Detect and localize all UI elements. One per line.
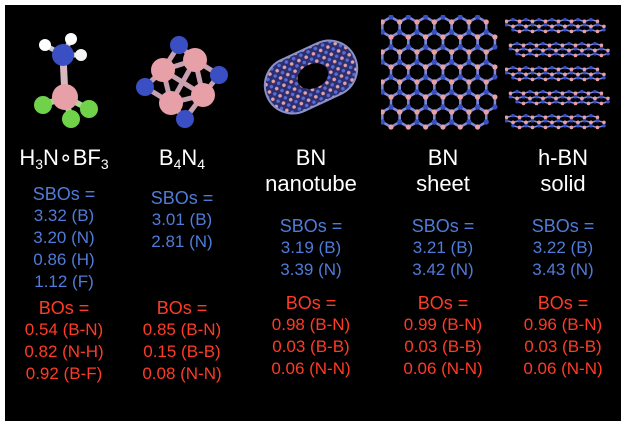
compound-label: h-BN solid bbox=[505, 145, 621, 197]
bo-header: BOs = bbox=[156, 298, 208, 318]
sbo-value: 3.01 (B) bbox=[151, 210, 213, 229]
b4n4-cluster-image bbox=[136, 36, 228, 128]
bn-nanotube-image bbox=[263, 39, 359, 115]
sbo-value: 3.39 (N) bbox=[280, 260, 342, 279]
sbo-value: 3.21 (B) bbox=[412, 238, 474, 257]
bo-value: 0.06 (N-N) bbox=[403, 359, 483, 378]
sbo-header: SBOs = bbox=[150, 188, 214, 208]
compound-label: B4N4 bbox=[158, 145, 206, 172]
sbo-value: 0.86 (H) bbox=[33, 250, 95, 269]
bo-value: 0.08 (N-N) bbox=[142, 364, 222, 383]
bo-header: BOs = bbox=[38, 298, 90, 318]
bo-value: 0.03 (B-B) bbox=[404, 337, 482, 356]
sbo-value: 3.43 (N) bbox=[532, 260, 594, 279]
bo-value: 0.06 (N-N) bbox=[271, 359, 351, 378]
compound-label: H3N∘BF3 bbox=[19, 145, 109, 172]
compound-label: BN sheet bbox=[381, 145, 505, 197]
bo-value: 0.92 (B-F) bbox=[25, 364, 103, 383]
bo-value: 0.54 (B-N) bbox=[24, 320, 104, 339]
bo-value: 0.82 (N-H) bbox=[24, 342, 104, 361]
bo-header: BOs = bbox=[417, 293, 469, 313]
bo-list: BOs = 0.54 (B-N) 0.82 (N-H) 0.92 (B-F) bbox=[5, 297, 123, 385]
compound-label-line: nanotube bbox=[265, 171, 357, 196]
bo-value: 0.96 (B-N) bbox=[523, 315, 603, 334]
figure-panel: H3N∘BF3 SBOs = 3.32 (B) 3.20 (N) 0.86 (H… bbox=[5, 5, 621, 421]
compound-label-line: solid bbox=[540, 171, 586, 196]
sbo-list: SBOs = 3.19 (B) 3.39 (N) bbox=[241, 215, 381, 281]
sbo-header: SBOs = bbox=[411, 216, 475, 236]
column-hbn-solid: h-BN solid SBOs = 3.22 (B) 3.43 (N) BOs … bbox=[505, 5, 621, 421]
column-bn-nanotube: BN nanotube SBOs = 3.19 (B) 3.39 (N) BOs… bbox=[241, 5, 381, 421]
compound-label-line: h-BN bbox=[537, 145, 589, 170]
sbo-value: 2.81 (N) bbox=[151, 232, 213, 251]
sbo-value: 3.20 (N) bbox=[33, 228, 95, 247]
column-h3nbf3: H3N∘BF3 SBOs = 3.32 (B) 3.20 (N) 0.86 (H… bbox=[5, 5, 123, 421]
column-bn-sheet: BN sheet SBOs = 3.21 (B) 3.42 (N) BOs = … bbox=[381, 5, 505, 421]
bo-value: 0.03 (B-B) bbox=[524, 337, 602, 356]
sbo-value: 3.32 (B) bbox=[33, 206, 95, 225]
sbo-list: SBOs = 3.32 (B) 3.20 (N) 0.86 (H) 1.12 (… bbox=[5, 183, 123, 293]
bo-value: 0.03 (B-B) bbox=[272, 337, 350, 356]
sbo-list: SBOs = 3.22 (B) 3.43 (N) bbox=[505, 215, 621, 281]
bo-value: 0.99 (B-N) bbox=[403, 315, 483, 334]
compound-label-line: BN bbox=[295, 145, 327, 170]
compound-label-line: sheet bbox=[416, 171, 470, 196]
bo-header: BOs = bbox=[537, 293, 589, 313]
sbo-value: 3.42 (N) bbox=[412, 260, 474, 279]
hbn-solid-image bbox=[505, 17, 610, 130]
bo-value: 0.98 (B-N) bbox=[271, 315, 351, 334]
sbo-value: 3.19 (B) bbox=[280, 238, 342, 257]
compound-label: BN nanotube bbox=[241, 145, 381, 197]
sbo-list: SBOs = 3.21 (B) 3.42 (N) bbox=[381, 215, 505, 281]
sbo-value: 3.22 (B) bbox=[532, 238, 594, 257]
sbo-value: 1.12 (F) bbox=[34, 272, 94, 291]
bo-list: BOs = 0.96 (B-N) 0.03 (B-B) 0.06 (N-N) bbox=[505, 292, 621, 380]
bo-header: BOs = bbox=[285, 293, 337, 313]
sbo-header: SBOs = bbox=[279, 216, 343, 236]
bo-list: BOs = 0.99 (B-N) 0.03 (B-B) 0.06 (N-N) bbox=[381, 292, 505, 380]
bn-sheet-image bbox=[381, 15, 498, 130]
sbo-list: SBOs = 3.01 (B) 2.81 (N) bbox=[123, 187, 241, 253]
compound-label-line: BN bbox=[427, 145, 459, 170]
bo-value: 0.15 (B-B) bbox=[143, 342, 221, 361]
bo-value: 0.06 (N-N) bbox=[523, 359, 603, 378]
bo-list: BOs = 0.85 (B-N) 0.15 (B-B) 0.08 (N-N) bbox=[123, 297, 241, 385]
column-b4n4: B4N4 SBOs = 3.01 (B) 2.81 (N) BOs = 0.85… bbox=[123, 5, 241, 421]
bo-value: 0.85 (B-N) bbox=[142, 320, 222, 339]
bo-list: BOs = 0.98 (B-N) 0.03 (B-B) 0.06 (N-N) bbox=[241, 292, 381, 380]
sbo-header: SBOs = bbox=[531, 216, 595, 236]
sbo-header: SBOs = bbox=[32, 184, 96, 204]
h3nbf3-molecule-image bbox=[34, 33, 98, 128]
